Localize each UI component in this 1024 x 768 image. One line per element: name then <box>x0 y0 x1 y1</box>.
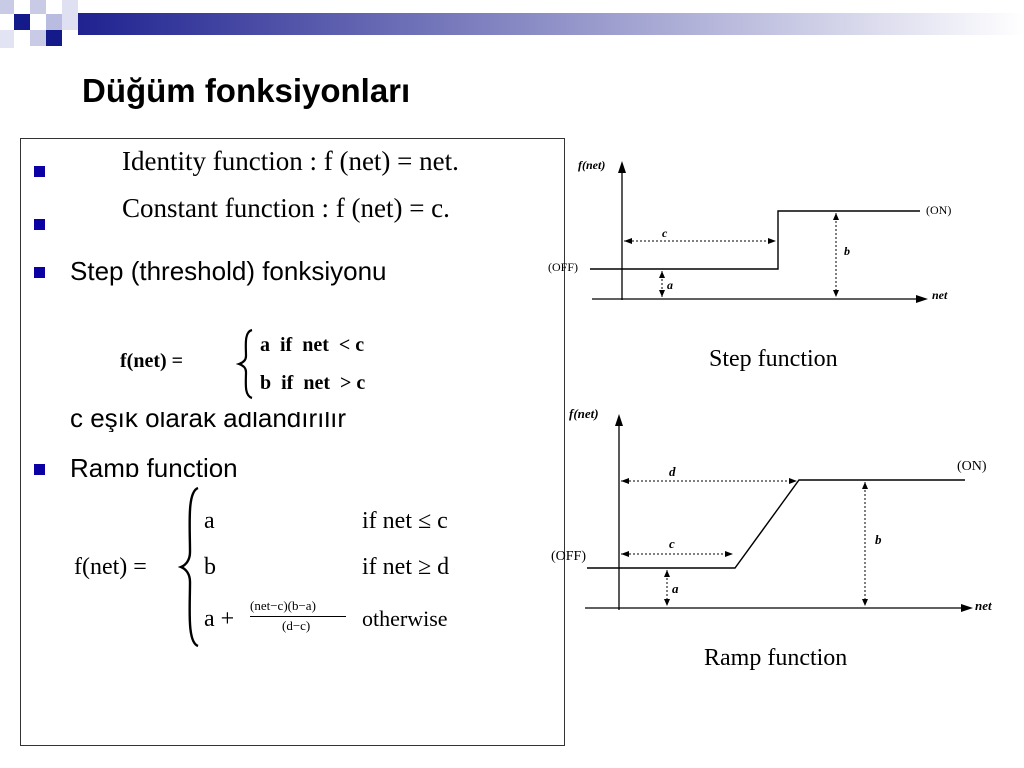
ramp-heading-clip: Ramp function <box>60 450 320 477</box>
content-box <box>20 138 565 746</box>
fraction-bar <box>250 616 346 617</box>
step-off-label: (OFF) <box>548 260 578 274</box>
identity-function-text: Identity function : f (net) = net. <box>122 146 459 176</box>
ramp-y-axis-label: f(net) <box>569 406 599 421</box>
step-a-label: a <box>667 278 673 292</box>
step-formula-lhs: f(net) = <box>120 350 184 372</box>
ramp-function-heading: Ramp function <box>70 453 238 477</box>
bullet-marker <box>34 267 45 278</box>
step-x-axis-label: net <box>932 288 948 302</box>
bullet-marker <box>34 219 45 230</box>
ramp-c-label: c <box>669 536 675 551</box>
ramp-formula-lhs: f(net) = <box>74 554 147 580</box>
ramp-formula: f(net) = a if net ≤ c b if net ≥ d a + (… <box>70 486 480 648</box>
step-formula: f(net) = a if net < c b if net > c <box>118 328 438 400</box>
step-function-heading: Step (threshold) fonksiyonu <box>70 256 387 286</box>
step-function-caption: Step function <box>709 346 838 372</box>
ramp-on-label: (ON) <box>957 459 987 474</box>
ramp-a-label: a <box>672 581 679 596</box>
ramp-off-label: (OFF) <box>551 549 586 564</box>
step-case-1: a if net < c <box>260 334 365 356</box>
ramp-function-graph: f(net) net (ON) (OFF) d c a b <box>551 406 992 613</box>
ramp-case-3-denominator: (d−c) <box>282 618 311 633</box>
ramp-case-3-value: a + <box>204 606 235 632</box>
ramp-d-label: d <box>669 464 676 479</box>
threshold-note: c eşık olarak adlandırılır <box>70 412 347 432</box>
step-y-axis-label: f(net) <box>578 158 605 172</box>
ramp-case-2-value: b <box>204 554 216 580</box>
step-b-label: b <box>844 244 850 258</box>
step-on-label: (ON) <box>926 203 951 217</box>
bullet-marker <box>34 166 45 177</box>
left-brace-icon <box>178 486 199 648</box>
bullet-marker <box>34 464 45 475</box>
threshold-note-clip: c eşık olarak adlandırılır <box>60 412 460 432</box>
step-case-2: b if net > c <box>260 372 366 394</box>
ramp-case-1-value: a <box>204 508 215 534</box>
ramp-case-2-condition: if net ≥ d <box>362 554 450 580</box>
left-brace-icon <box>236 328 253 400</box>
page-title: Düğüm fonksiyonları <box>82 72 411 109</box>
ramp-case-1-condition: if net ≤ c <box>362 508 448 534</box>
header-decoration <box>0 0 1024 48</box>
ramp-x-axis-label: net <box>975 598 992 613</box>
ramp-case-3-numerator: (net−c)(b−a) <box>250 598 316 613</box>
step-c-label: c <box>662 226 668 240</box>
ramp-b-label: b <box>875 532 882 547</box>
constant-function-text: Constant function : f (net) = c. <box>122 193 450 223</box>
ramp-function-caption: Ramp function <box>704 645 848 671</box>
step-function-graph: f(net) net (ON) (OFF) c a b <box>548 158 951 303</box>
ramp-case-3-condition: otherwise <box>362 606 448 631</box>
